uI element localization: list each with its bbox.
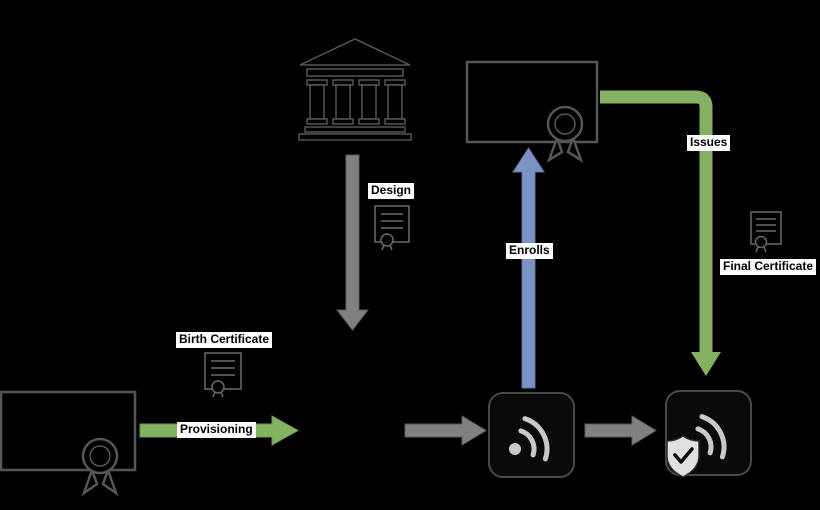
design-label: Design [368,183,415,199]
flow-arrow-1 [404,415,487,446]
birth-certificate-label: Birth Certificate [176,332,273,348]
design-doc-icon [374,205,410,251]
birth-certificate-doc-icon [204,352,242,398]
design-arrow [335,154,370,331]
final-certificate-label: Final Certificate [720,259,817,275]
flow-arrow-2 [584,415,657,446]
enrolls-label: Enrolls [506,243,553,259]
shield-check-icon [666,435,700,478]
issues-arrow-head [691,352,721,376]
certificate-icon [465,60,599,163]
issues-label: Issues [687,135,731,151]
iot-device-icon [488,392,575,478]
birth-certificate-icon [0,390,137,497]
issues-arrow [600,90,713,352]
provisioning-label: Provisioning [177,422,256,438]
bank-icon [298,38,412,141]
enrolls-arrow [512,147,545,389]
final-certificate-doc-icon [750,211,782,253]
secured-iot-device-icon [665,390,752,478]
